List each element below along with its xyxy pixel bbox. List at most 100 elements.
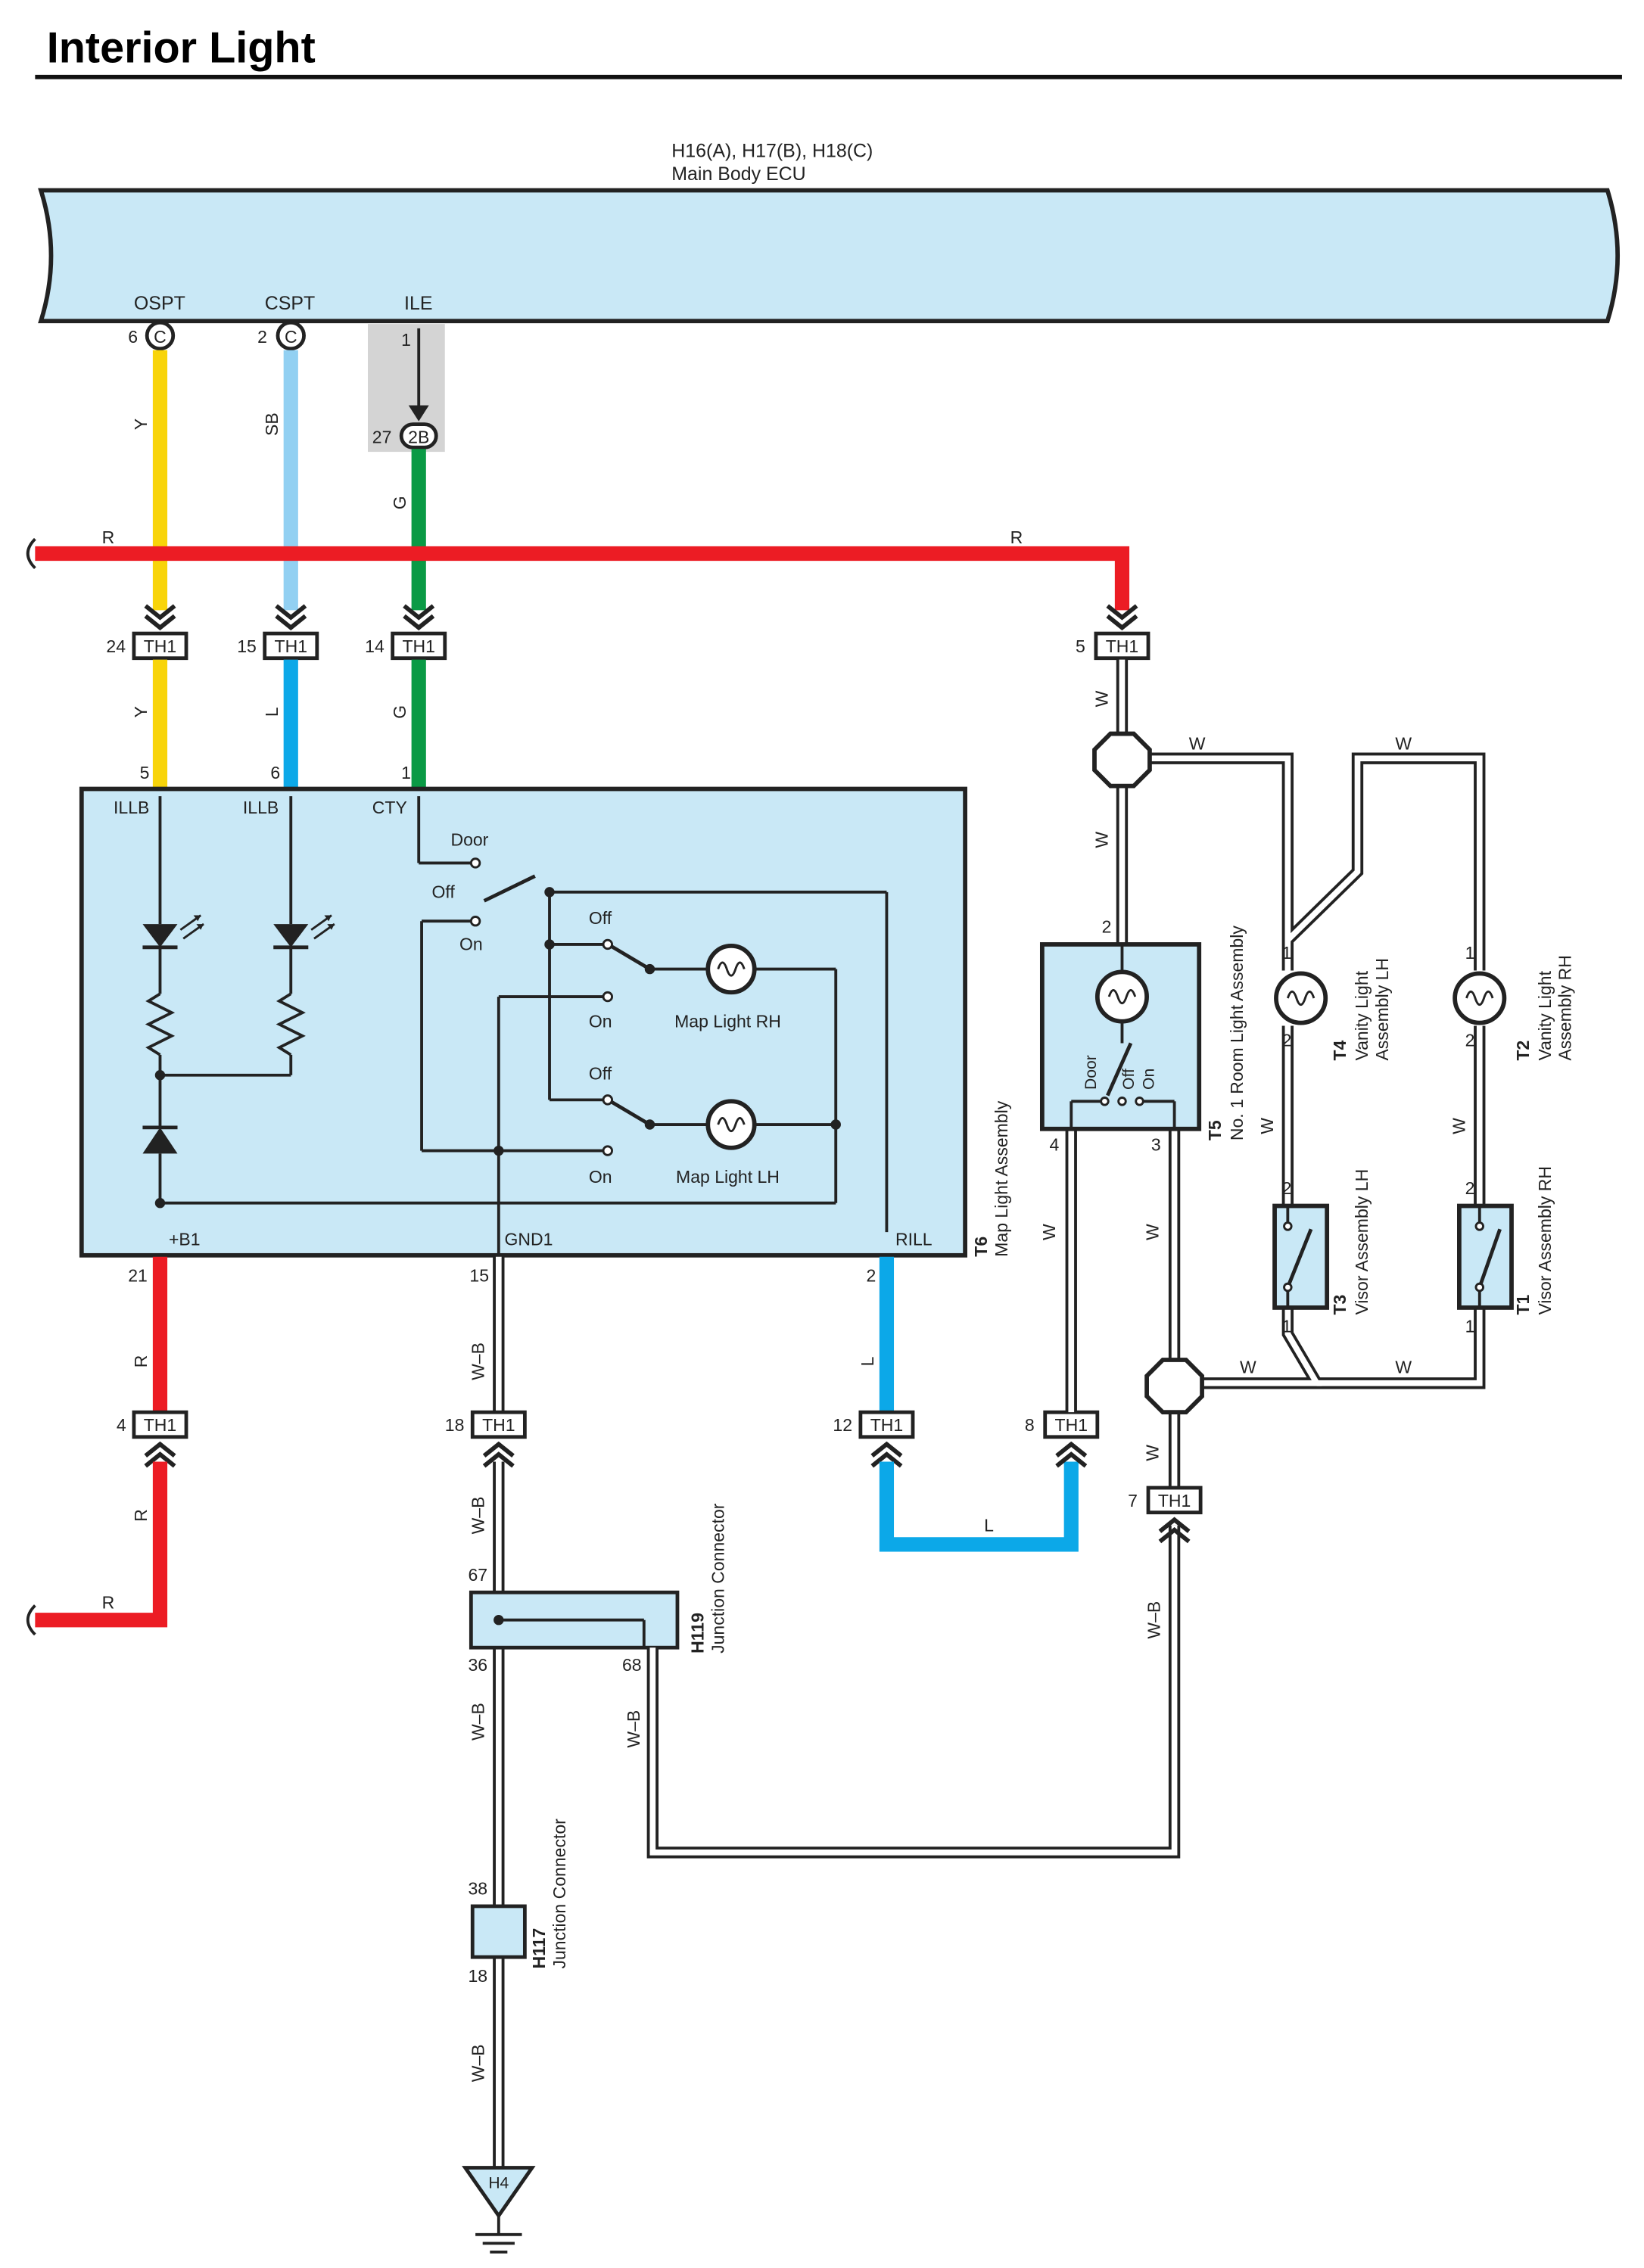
th1-connector-12: TH1 12 — [833, 1410, 915, 1466]
svg-text:Off: Off — [1120, 1069, 1138, 1090]
svg-text:Vanity Light: Vanity Light — [1352, 970, 1372, 1060]
svg-text:12: 12 — [833, 1415, 852, 1435]
svg-text:ILLB: ILLB — [114, 798, 149, 817]
svg-text:6: 6 — [270, 763, 280, 782]
svg-text:24: 24 — [106, 636, 126, 656]
svg-text:5: 5 — [140, 763, 150, 782]
wire-label-w2: W — [1091, 832, 1111, 848]
junction-connector-h119: 67 36 68 H119 Junction Connector — [468, 1503, 727, 1675]
svg-text:T2: T2 — [1513, 1041, 1533, 1061]
lh-switch-off-label: Off — [589, 1064, 612, 1084]
wire-label-wb6: W–B — [1144, 1601, 1163, 1639]
svg-text:TH1: TH1 — [1055, 1415, 1088, 1435]
map-light-internal-circuit — [145, 796, 889, 1255]
svg-text:Junction Connector: Junction Connector — [550, 1818, 569, 1969]
wire-wb-return — [649, 1525, 1178, 1856]
map-light-rh-label: Map Light RH — [674, 1011, 781, 1031]
svg-text:TH1: TH1 — [402, 636, 434, 656]
map-light-lh-bulb-icon — [705, 1099, 757, 1150]
wire-label-g2: G — [390, 705, 409, 719]
svg-text:4: 4 — [117, 1415, 126, 1435]
th1-connector-5: TH1 5 — [1076, 606, 1150, 661]
wire-r-top — [35, 546, 1130, 611]
vanity-light-lh: 1 2 T4 Vanity Light Assembly LH — [1274, 943, 1392, 1061]
wire-break-mark-bottom — [26, 1604, 36, 1636]
junction-connector-h117: 38 18 H117 Junction Connector — [468, 1818, 569, 1986]
main-body-ecu: H16(A), H17(B), H18(C) Main Body ECU OSP… — [38, 140, 1621, 324]
svg-text:21: 21 — [128, 1265, 148, 1285]
wire-label-w10: W — [1395, 1357, 1412, 1377]
wire-label-l3: L — [984, 1516, 994, 1535]
th1-connector-15: TH1 15 — [237, 606, 319, 661]
svg-text:7: 7 — [1128, 1491, 1138, 1510]
svg-text:38: 38 — [468, 1879, 487, 1899]
door-switch-off-label: Off — [432, 882, 456, 902]
vanity-rh-bulb-icon — [1453, 971, 1507, 1025]
th1-connector-8: TH1 8 — [1025, 1410, 1100, 1466]
wire-label-wb5: W–B — [624, 1710, 643, 1748]
rh-switch-off-label: Off — [589, 908, 612, 928]
splice-point-bottom-icon — [1144, 1358, 1204, 1415]
ospt-conn-letter: C — [154, 327, 167, 347]
ground-h4-icon: H4 — [462, 2166, 536, 2254]
svg-text:H4: H4 — [488, 2174, 509, 2192]
wire-label-r2: R — [1010, 527, 1023, 547]
vanity-lh-bulb-icon — [1274, 971, 1328, 1025]
svg-text:4: 4 — [1049, 1135, 1059, 1155]
vanity-light-rh: 1 2 T2 Vanity Light Assembly RH — [1453, 943, 1575, 1061]
wire-label-y1: Y — [131, 418, 151, 430]
cspt-conn-letter: C — [285, 327, 297, 347]
wire-label-wb4: W–B — [469, 2044, 488, 2082]
wire-label-w11: W — [1142, 1445, 1162, 1461]
switch-contacts — [469, 857, 614, 1156]
svg-text:On: On — [1141, 1069, 1158, 1090]
wire-label-w4: W — [1395, 734, 1412, 754]
rh-switch-on-label: On — [589, 1011, 612, 1031]
svg-text:1: 1 — [1465, 943, 1475, 963]
svg-text:18: 18 — [468, 1966, 487, 1986]
svg-text:ILLB: ILLB — [243, 798, 279, 817]
map-light-rh-bulb-icon — [705, 943, 757, 995]
wire-label-l2: L — [858, 1356, 877, 1366]
svg-text:TH1: TH1 — [870, 1415, 903, 1435]
wire-label-y2: Y — [131, 706, 151, 717]
svg-text:TH1: TH1 — [482, 1415, 515, 1435]
svg-text:No. 1 Room Light Assembly: No. 1 Room Light Assembly — [1227, 926, 1247, 1140]
th1-connector-24: TH1 24 — [106, 606, 188, 661]
svg-text:2: 2 — [867, 1265, 876, 1285]
ile-junction-conn: 2B — [408, 428, 429, 447]
ile-pin-number: 1 — [401, 330, 411, 350]
th1-connector-14: TH1 14 — [365, 606, 447, 661]
map-light-name: Map Light Assembly — [992, 1100, 1011, 1256]
svg-text:1: 1 — [1282, 1317, 1292, 1336]
svg-text:TH1: TH1 — [144, 1415, 176, 1435]
led-icon-2 — [273, 914, 335, 950]
cspt-pin-circle — [276, 320, 306, 351]
cspt-pin-number: 2 — [257, 327, 267, 347]
svg-text:Assembly RH: Assembly RH — [1555, 955, 1575, 1060]
svg-text:Assembly LH: Assembly LH — [1372, 958, 1392, 1061]
ecu-name: Main Body ECU — [671, 163, 805, 185]
svg-text:18: 18 — [445, 1415, 465, 1435]
splice-point-top-icon — [1092, 731, 1152, 789]
wire-label-w7: W — [1257, 1118, 1277, 1134]
wire-label-g1: G — [390, 496, 409, 509]
led-icon-1 — [142, 914, 204, 950]
lh-switch-on-label: On — [589, 1167, 612, 1187]
svg-text:RILL: RILL — [895, 1229, 933, 1249]
room-light-assembly: 2 4 3 T5 No. 1 Room Light Assembly Door … — [1039, 917, 1247, 1155]
svg-text:T5: T5 — [1205, 1120, 1225, 1140]
svg-text:Door: Door — [1082, 1055, 1100, 1090]
svg-text:Junction Connector: Junction Connector — [708, 1503, 727, 1654]
wire-wb-return-outline — [646, 1525, 1181, 1859]
map-light-code: T6 — [971, 1237, 991, 1257]
wire-break-mark-top — [26, 537, 36, 570]
white-wires — [1065, 659, 1486, 1489]
wire-label-wb3: W–B — [469, 1703, 488, 1741]
svg-text:8: 8 — [1025, 1415, 1035, 1435]
svg-text:2: 2 — [1465, 1030, 1475, 1050]
ile-junction-pin-number: 27 — [372, 428, 392, 447]
svg-text:TH1: TH1 — [1158, 1491, 1191, 1510]
svg-text:H117: H117 — [529, 1928, 549, 1969]
